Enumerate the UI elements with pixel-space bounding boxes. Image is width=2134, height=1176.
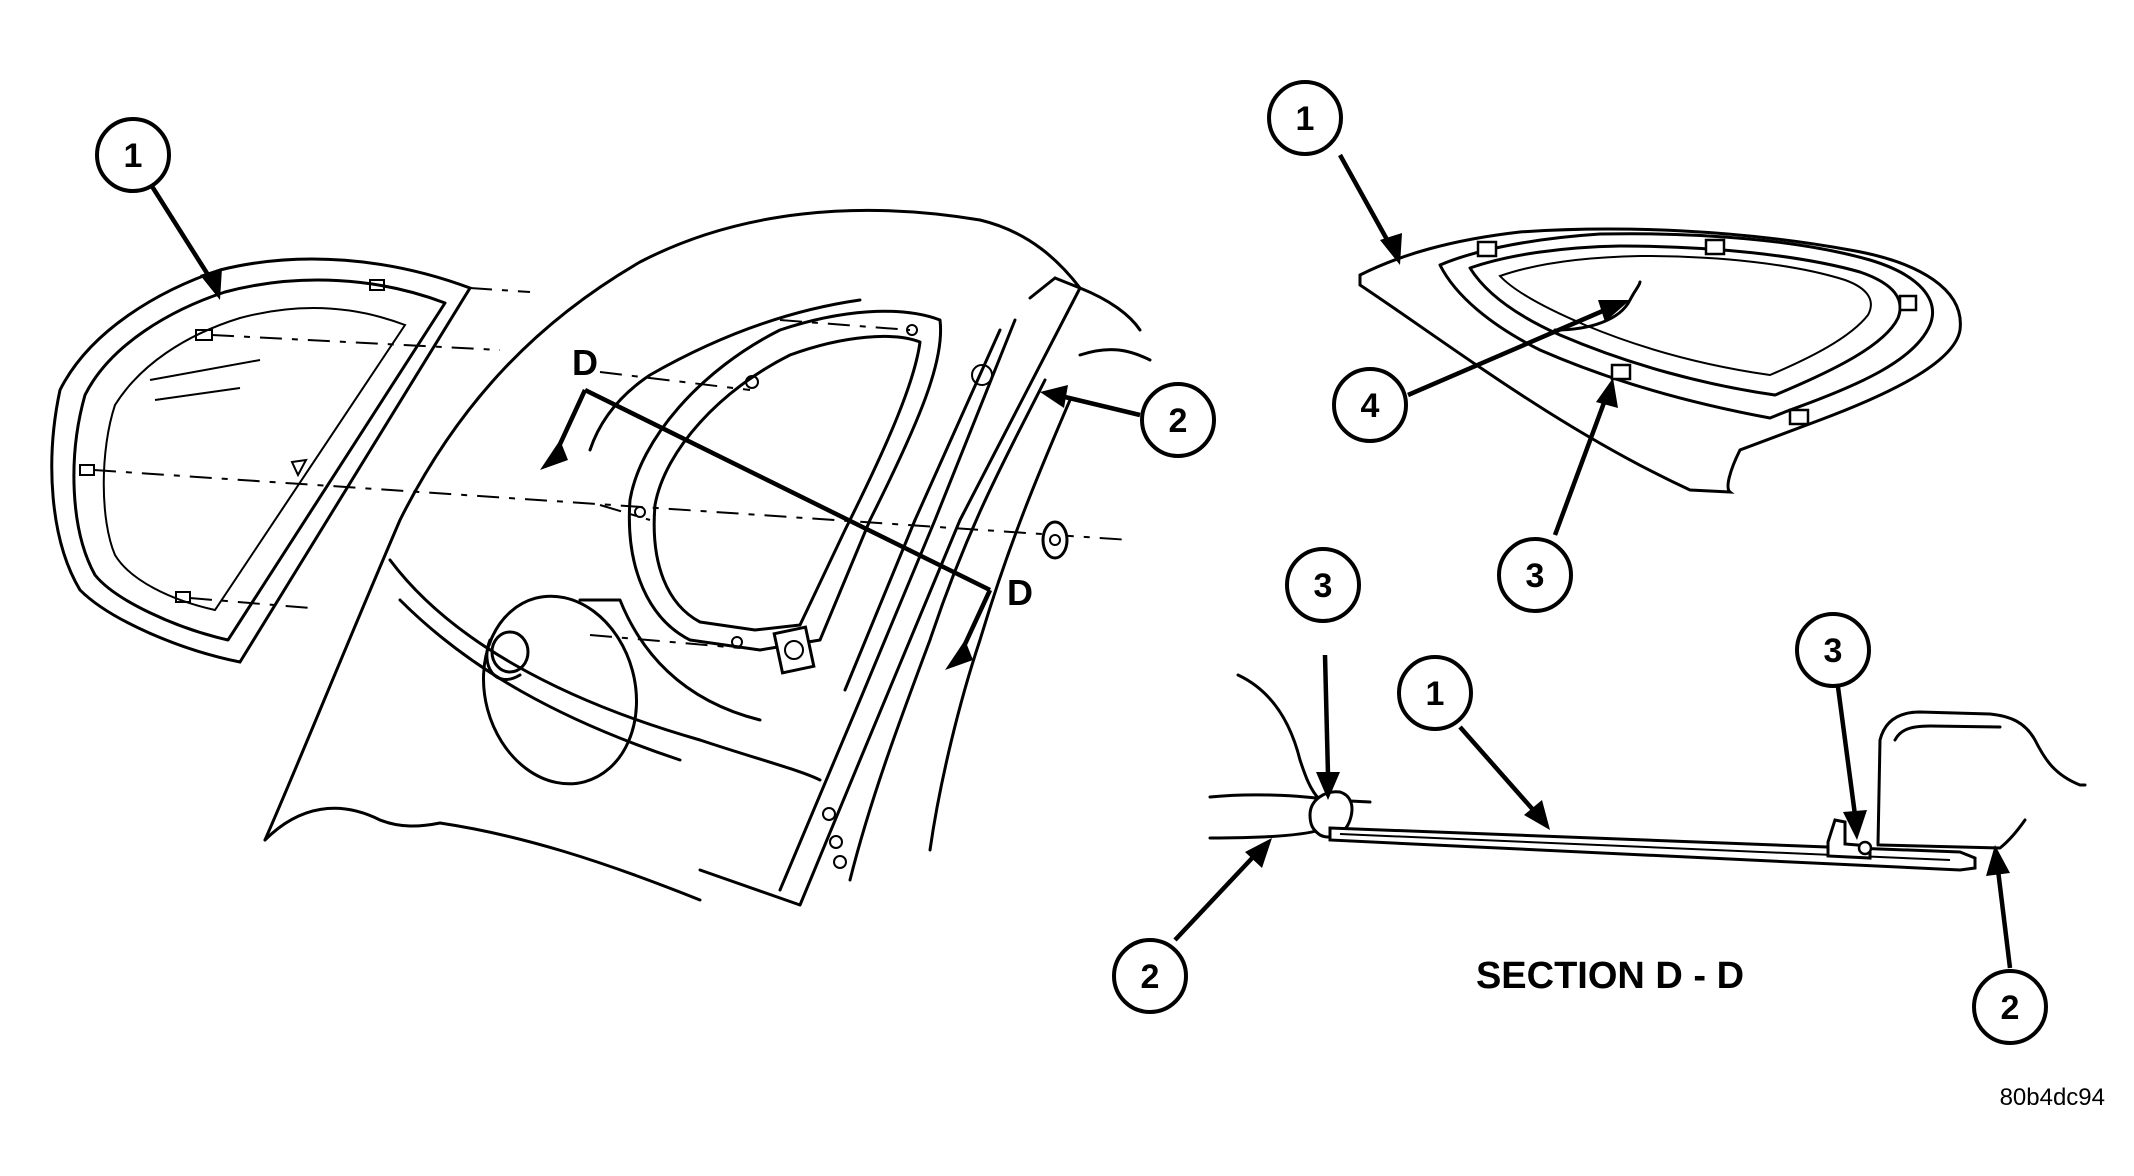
callout-1-quarter-glass: 1 <box>95 117 171 193</box>
svg-text:1: 1 <box>124 137 143 175</box>
callout-1-section-glass: 1 <box>1397 655 1473 731</box>
callout-1-glass-detail: 1 <box>1267 80 1343 156</box>
callout-3-section-clip-left: 3 <box>1285 547 1361 623</box>
section-marker-bottom: D <box>1007 572 1033 613</box>
callout-3-section-clip-right: 3 <box>1795 612 1871 688</box>
section-view: 3 1 3 2 2 SECTION D - D <box>1112 547 2087 1045</box>
section-cut-line <box>540 387 993 670</box>
svg-text:3: 3 <box>1824 632 1843 670</box>
quarter-glass-exploded <box>50 257 473 664</box>
figure-code: 80b4dc94 <box>2000 1084 2105 1111</box>
svg-text:3: 3 <box>1526 557 1545 595</box>
svg-text:2: 2 <box>2001 989 2020 1027</box>
svg-text:2: 2 <box>1141 958 1160 996</box>
glass-detail-view: 1 4 3 <box>1267 80 1962 613</box>
svg-text:4: 4 <box>1361 387 1380 425</box>
exploded-view: D D 1 2 <box>50 117 1216 907</box>
section-marker-top: D <box>572 342 598 383</box>
svg-text:1: 1 <box>1296 100 1315 138</box>
svg-text:2: 2 <box>1169 402 1188 440</box>
callout-3-clip-detail: 3 <box>1497 537 1573 613</box>
callout-2-vehicle-body: 2 <box>1140 382 1216 458</box>
vehicle-body <box>263 208 1152 907</box>
callout-4-seal: 4 <box>1332 367 1408 443</box>
callout-2-section-body-left: 2 <box>1112 938 1188 1014</box>
section-title: SECTION D - D <box>1476 955 1744 997</box>
svg-text:3: 3 <box>1314 567 1333 605</box>
callout-2-section-body-right: 2 <box>1972 969 2048 1045</box>
svg-text:1: 1 <box>1426 675 1445 713</box>
